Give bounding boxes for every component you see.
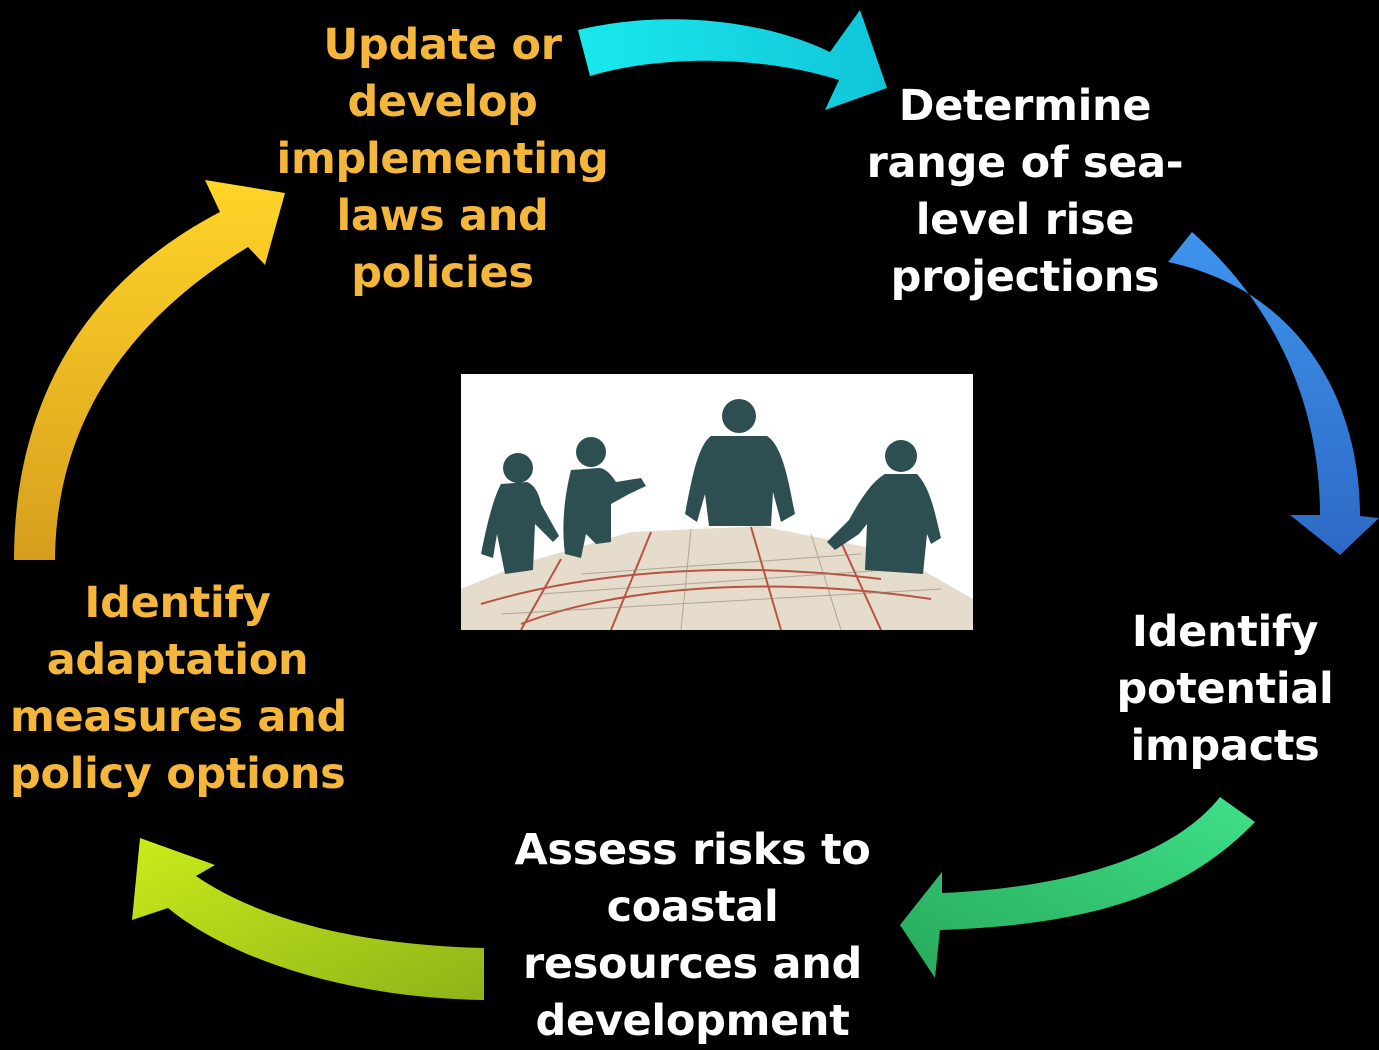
step-identify-impacts: Identify potential impacts (1100, 604, 1350, 775)
arrow-yellow (14, 180, 285, 560)
step-line: laws and (336, 191, 549, 241)
arrow-blue (1168, 232, 1379, 555)
step-determine-projections: Determine range of sea- level rise proje… (860, 78, 1190, 306)
step-line: develop (347, 77, 538, 127)
step-line: Identify (1131, 607, 1319, 657)
step-line: Identify (84, 578, 271, 628)
arrow-lime (132, 838, 484, 1000)
step-line: implementing (276, 134, 609, 184)
step-line: policies (351, 248, 534, 298)
step-line: level rise (915, 195, 1135, 245)
step-line: policy options (10, 749, 346, 799)
step-line: coastal (606, 882, 779, 932)
arrow-cyan (578, 10, 887, 110)
people-map-icon (461, 399, 973, 630)
step-line: Assess risks to (514, 825, 871, 875)
step-line: Update or (323, 20, 562, 70)
step-line: potential (1116, 664, 1334, 714)
step-assess-risks: Assess risks to coastal resources and de… (500, 822, 885, 1050)
arrow-green (900, 797, 1255, 978)
step-identify-adaptation: Identify adaptation measures and policy … (10, 575, 347, 803)
step-line: measures and (10, 692, 347, 742)
meeting-over-map-illustration (461, 374, 973, 630)
step-update-laws: Update or develop implementing laws and … (270, 17, 615, 302)
step-line: impacts (1130, 721, 1320, 771)
step-line: Determine (898, 81, 1152, 131)
step-line: adaptation (46, 635, 309, 685)
step-line: resources and (522, 939, 863, 989)
step-line: range of sea- (866, 138, 1184, 188)
step-line: projections (890, 252, 1160, 302)
step-line: development (535, 996, 850, 1046)
